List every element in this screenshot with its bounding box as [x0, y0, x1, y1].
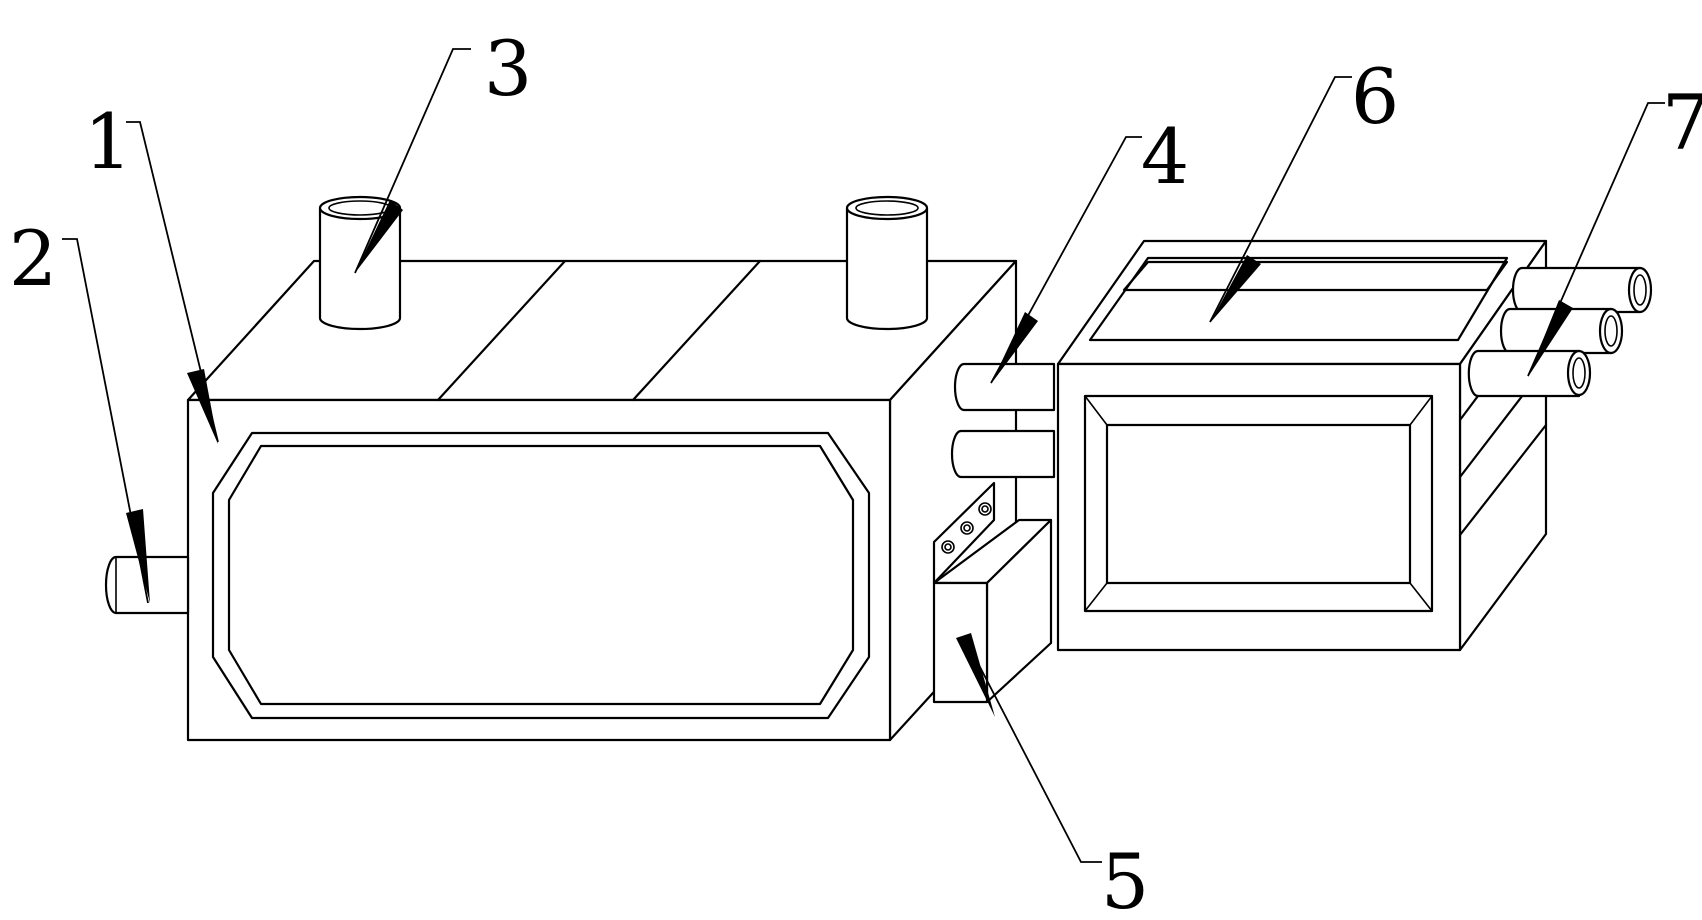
control-box: [932, 481, 1053, 704]
top-inlet-pipe-right: [845, 195, 929, 331]
arrow-4: [991, 312, 1038, 384]
leader-line-3: [354, 48, 471, 274]
top-seam-1: [436, 259, 567, 402]
window-frame-inner: [227, 444, 855, 706]
window-frame-outer: [211, 431, 871, 720]
label-2: 2: [9, 214, 57, 303]
label-6: 6: [1351, 52, 1399, 141]
right-box-panel-inner: [1105, 423, 1412, 585]
leader-line-5: [965, 639, 1102, 863]
main-tank-front-face: [186, 398, 892, 742]
label-3: 3: [484, 24, 532, 113]
label-1: 1: [84, 97, 132, 186]
right-box-panel-outer: [1083, 394, 1434, 613]
label-4: 4: [1141, 112, 1189, 201]
leader-line-6: [1209, 76, 1352, 323]
connecting-pipe-upper: [953, 362, 1056, 412]
right-box-front-face: [1056, 362, 1462, 652]
right-box: [1056, 239, 1548, 652]
label-7: 7: [1662, 78, 1702, 167]
connecting-pipe-lower: [950, 429, 1056, 479]
reference-numerals: 1 2 3 4 5 6 7: [9, 24, 1702, 920]
leader-lines: [62, 48, 1665, 863]
leader-line-7: [1527, 102, 1665, 377]
arrow-7: [1528, 300, 1573, 377]
leader-line-2: [62, 238, 149, 604]
arrow-1: [187, 369, 218, 444]
arrow-6: [1210, 255, 1261, 323]
top-seam-2: [631, 259, 762, 402]
main-tank: [186, 259, 1018, 742]
outlet-pipe-top: [1511, 266, 1653, 314]
right-box-opening-inner: [1122, 260, 1509, 292]
label-5: 5: [1101, 837, 1149, 920]
arrow-3: [355, 200, 403, 273]
arrow-2: [126, 509, 150, 603]
leader-line-4: [990, 136, 1142, 384]
leader-line-1: [126, 121, 219, 443]
outlet-pipe-bottom: [1467, 349, 1592, 398]
arrow-5: [956, 633, 995, 717]
